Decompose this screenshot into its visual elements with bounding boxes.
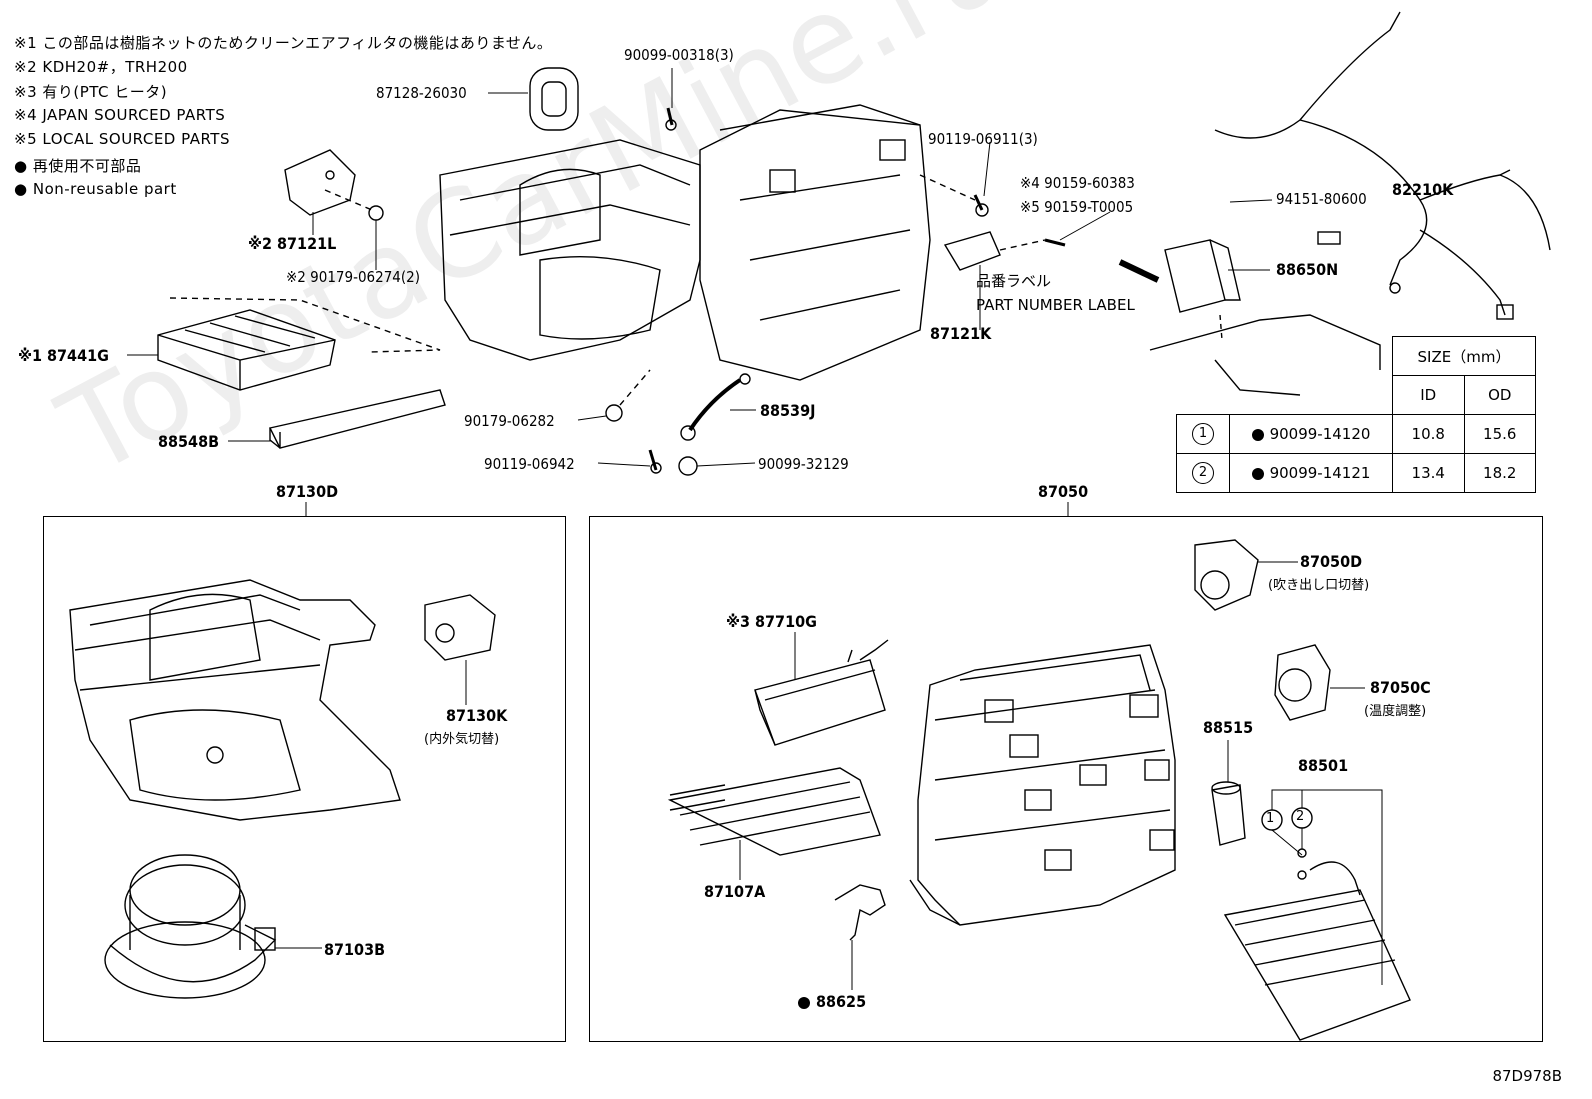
label-87121L: ※2 87121L xyxy=(248,234,337,253)
label-87050D-sub: (吹き出し口切替) xyxy=(1268,578,1370,593)
label-88548B: 88548B xyxy=(158,432,220,451)
size-row-2-part: 90099-14121 xyxy=(1269,464,1371,482)
note-1: ※1 この部品は樹脂ネットのためクリーンエアフィルタの機能はありません。 xyxy=(14,34,553,52)
label-part-number-jp: 品番ラベル xyxy=(976,272,1052,290)
label-88625: 88625 xyxy=(798,992,866,1011)
note-6: ● 再使用不可部品 xyxy=(14,157,142,175)
label-87107A: 87107A xyxy=(704,882,766,901)
label-part-number-en: PART NUMBER LABEL xyxy=(976,296,1135,314)
label-94151-80600: 94151-80600 xyxy=(1276,190,1367,208)
size-row-2: 2 90099-14121 13.4 18.2 xyxy=(1176,453,1536,493)
size-row-2-id: 13.4 xyxy=(1392,453,1465,493)
note-3: ※3 有り(PTC ヒータ) xyxy=(14,83,168,101)
size-row-2-od: 18.2 xyxy=(1463,453,1536,493)
label-88539J: 88539J xyxy=(760,401,816,420)
label-87130K: 87130K xyxy=(446,706,508,725)
label-90099-00318: 90099-00318(3) xyxy=(624,46,734,64)
non-reusable-dot-icon xyxy=(1251,467,1264,480)
hose-marker-2: 2 xyxy=(1296,809,1305,824)
size-row-2-mark: 2 xyxy=(1192,462,1214,484)
group-box-87130D xyxy=(43,516,566,1042)
label-90179-06274: ※2 90179-06274(2) xyxy=(286,268,421,286)
size-row-1-mark: 1 xyxy=(1192,423,1214,445)
label-90119-06911: 90119-06911(3) xyxy=(928,130,1038,148)
label-87050D: 87050D xyxy=(1300,552,1363,571)
label-90119-06942: 90119-06942 xyxy=(484,455,575,473)
group-box-87050 xyxy=(589,516,1543,1042)
label-87710G: ※3 87710G xyxy=(726,612,817,631)
size-row-1-part: 90099-14120 xyxy=(1269,425,1371,443)
size-header: SIZE（mm） xyxy=(1392,336,1536,376)
label-90159-60383: ※4 90159-60383 xyxy=(1020,174,1135,192)
label-87050C: 87050C xyxy=(1370,678,1431,697)
label-88515: 88515 xyxy=(1203,718,1254,737)
label-87103B: 87103B xyxy=(324,940,386,959)
label-87128-26030: 87128-26030 xyxy=(376,84,467,102)
label-87130D: 87130D xyxy=(276,482,339,501)
size-col-id: ID xyxy=(1392,375,1465,415)
note-7: ● Non-reusable part xyxy=(14,180,177,198)
hose-size-table: SIZE（mm） ID OD 1 90099-14120 10.8 15.6 2… xyxy=(1176,336,1536,493)
non-reusable-dot-icon xyxy=(798,996,810,1009)
note-5: ※5 LOCAL SOURCED PARTS xyxy=(14,130,230,148)
label-90179-06282: 90179-06282 xyxy=(464,412,555,430)
label-87130K-sub: (内外気切替) xyxy=(424,732,500,747)
label-88650N: 88650N xyxy=(1276,260,1339,279)
size-row-1: 1 90099-14120 10.8 15.6 xyxy=(1176,414,1536,454)
label-87050C-sub: (温度調整) xyxy=(1364,704,1427,719)
size-row-1-id: 10.8 xyxy=(1392,414,1465,454)
label-87050: 87050 xyxy=(1038,482,1089,501)
label-90159-T0005: ※5 90159-T0005 xyxy=(1020,198,1134,216)
diagram-code: 87D978B xyxy=(1492,1067,1562,1085)
note-4: ※4 JAPAN SOURCED PARTS xyxy=(14,106,226,124)
label-87441G: ※1 87441G xyxy=(18,346,109,365)
label-88625-number: 88625 xyxy=(816,992,867,1011)
size-col-od: OD xyxy=(1463,375,1536,415)
label-87121K: 87121K xyxy=(930,324,992,343)
label-82210K: 82210K xyxy=(1392,180,1454,199)
note-2: ※2 KDH20#，TRH200 xyxy=(14,58,188,76)
label-88501: 88501 xyxy=(1298,756,1349,775)
label-90099-32129: 90099-32129 xyxy=(758,455,849,473)
non-reusable-dot-icon xyxy=(1251,428,1264,441)
hose-marker-1: 1 xyxy=(1266,811,1275,826)
size-row-1-od: 15.6 xyxy=(1463,414,1536,454)
